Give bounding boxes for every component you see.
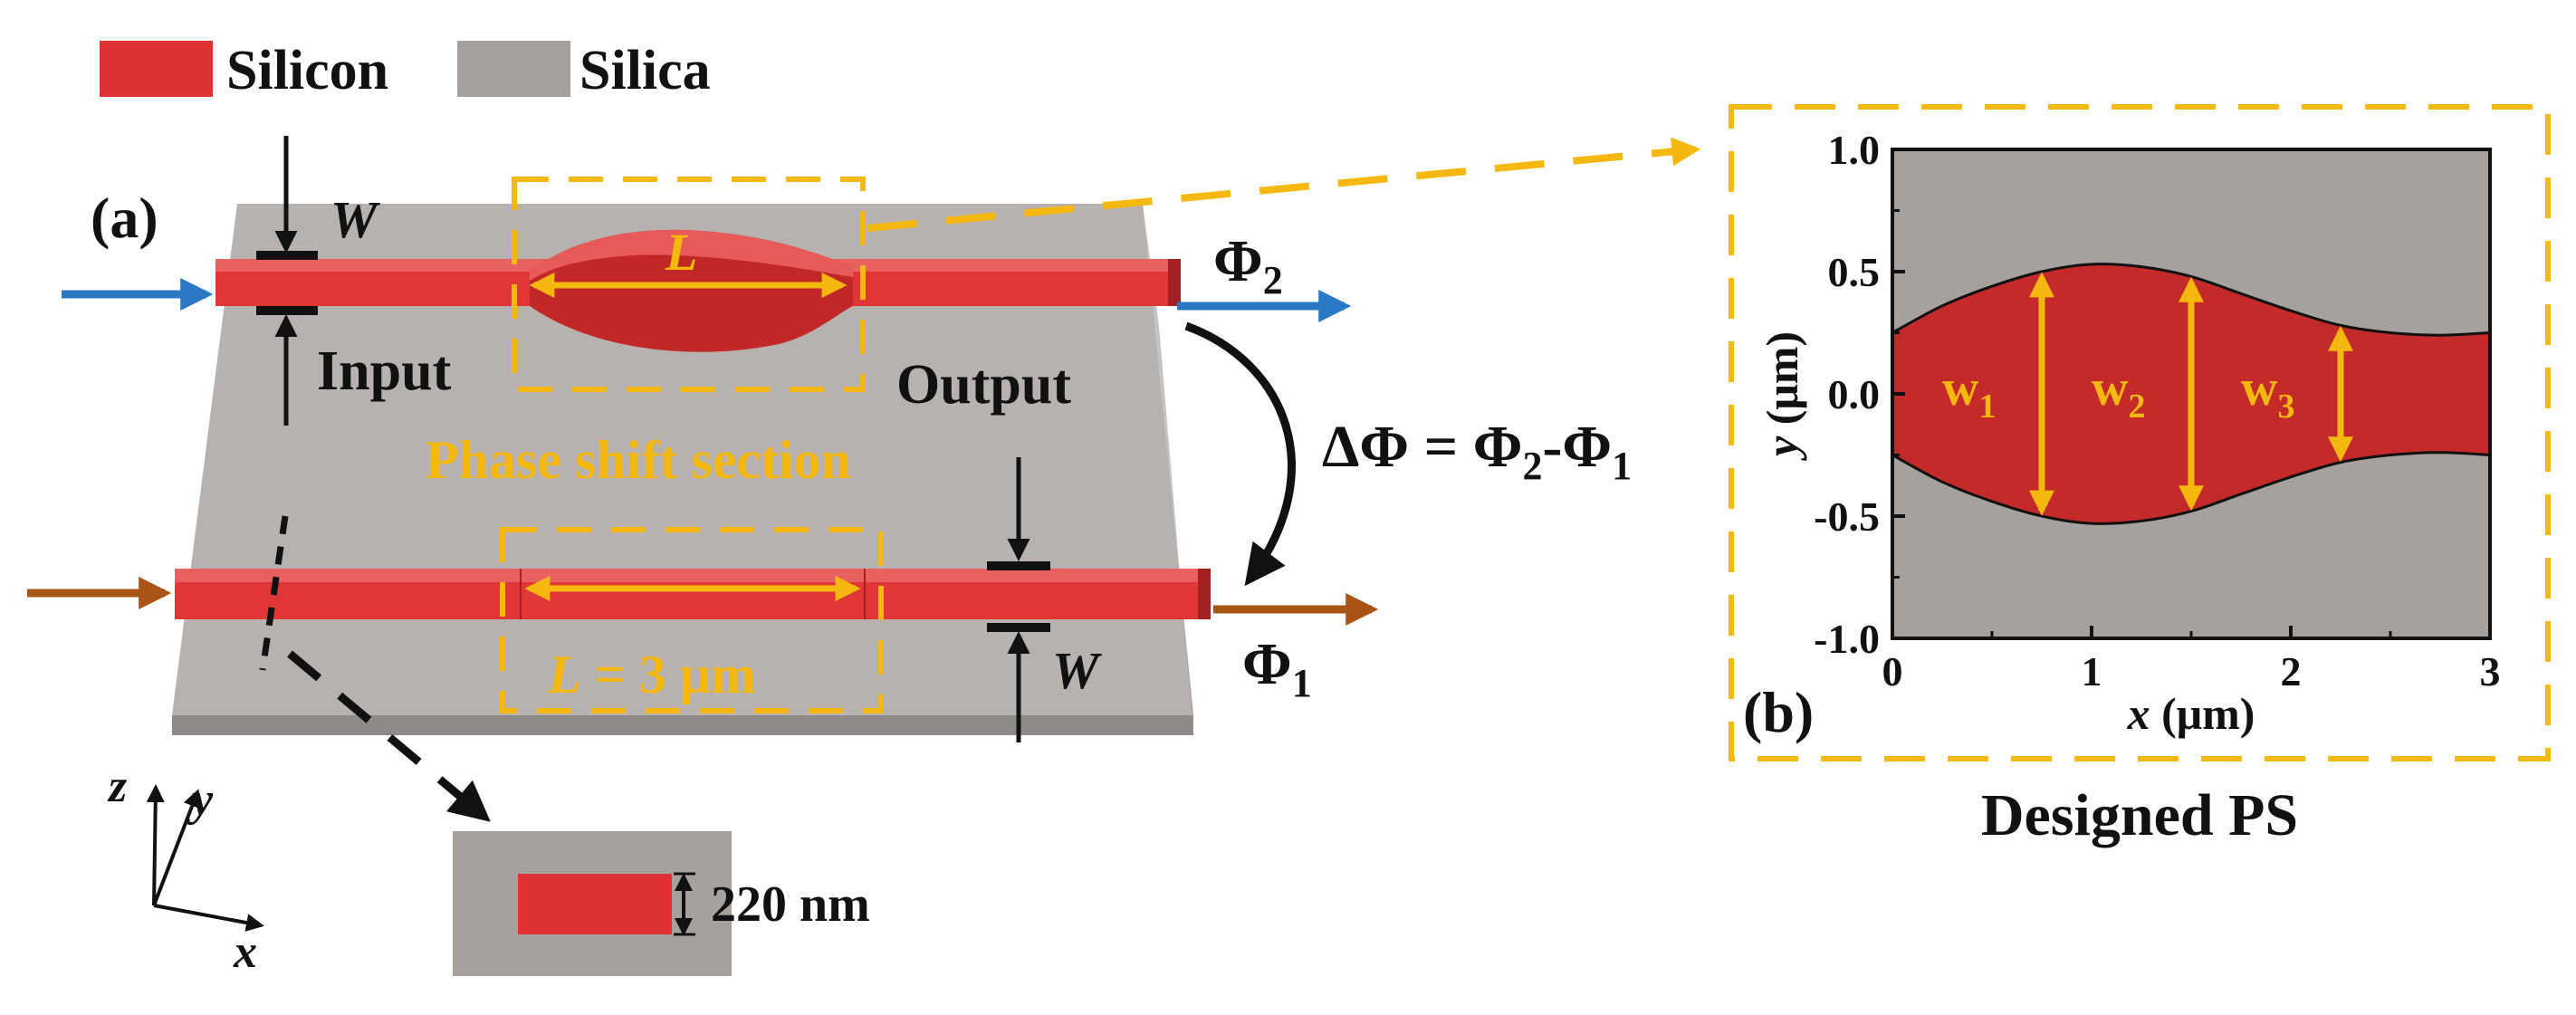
reference-length-label: L = 3 μm (547, 645, 756, 704)
y-ticks: 1.0 0.5 0.0 -0.5 -1.0 (1814, 127, 1905, 662)
axis-y-label: y (187, 774, 214, 826)
y-tick-label: 0.0 (1828, 371, 1881, 417)
axis-z-label: z (107, 761, 128, 812)
width-label-2: w2 (2092, 360, 2145, 426)
lower-waveguide (175, 569, 1211, 619)
panel-b-label: (b) (1743, 680, 1814, 744)
y-tick-label: 0.5 (1828, 249, 1881, 295)
panel-a: (a) L L = 3 μm (27, 136, 1701, 978)
panel-b: (b) Designed PS w1 w2 w3 0 1 2 3 1.0 0.5 0.0 -0.… (1729, 104, 2551, 848)
y-tick-label: -0.5 (1814, 493, 1880, 540)
x-tick-label: 0 (1882, 648, 1903, 694)
width-markers: w1 w2 w3 (1942, 272, 2353, 516)
thickness-label: 220 nm (711, 876, 870, 933)
axis-x-label: x (233, 926, 257, 978)
panel-a-label: (a) (91, 186, 158, 250)
width-marker-bottom: W (987, 457, 1102, 742)
x-tick-label: 2 (2281, 648, 2302, 694)
length-label: L (665, 223, 697, 282)
phase-difference-arrow (1184, 321, 1296, 587)
x-tick-label: 1 (2082, 648, 2102, 694)
x-tick-label: 3 (2480, 648, 2501, 694)
shape-plot: w1 w2 w3 0 1 2 3 1.0 0.5 0.0 -0.5 -1.0 x (μm) y (… (1757, 127, 2501, 739)
width-label-3: w3 (2241, 360, 2294, 426)
cross-section-inset: 220 nm (453, 831, 870, 976)
width-label-bottom: W (1052, 641, 1102, 700)
output-label: Output (896, 354, 1071, 416)
y-tick-label: -1.0 (1814, 616, 1880, 662)
x-axis-label: x (μm) (2127, 688, 2255, 739)
phase-shift-section-box (512, 177, 866, 392)
legend-silica-label: Silica (579, 40, 711, 101)
y-tick-label: 1.0 (1828, 127, 1881, 173)
coordinate-axes: z y x (107, 761, 264, 978)
cross-section-silicon-core (518, 874, 672, 934)
width-marker-top: W (256, 136, 380, 426)
legend-silica-swatch (457, 41, 570, 97)
delta-phi-equation: ΔΦ = Φ2-Φ1 (1322, 414, 1632, 488)
x-ticks: 0 1 2 3 (1882, 626, 2501, 694)
cross-section-pointer (287, 650, 491, 822)
phi1-label: Φ1 (1242, 631, 1312, 705)
legend-silicon-label: Silicon (226, 40, 388, 101)
panel-b-caption: Designed PS (1981, 782, 2298, 848)
phase-shift-section-label: Phase shift section (426, 430, 851, 490)
width-label-top: W (330, 190, 380, 249)
phi2-label: Φ2 (1213, 228, 1283, 302)
reference-section-box (500, 527, 884, 713)
panel-b-frame (1729, 104, 2551, 761)
legend-silicon-swatch (100, 41, 213, 97)
y-axis-label: y (μm) (1757, 331, 1807, 461)
input-label: Input (317, 340, 452, 402)
zoom-pointer-line (867, 137, 1701, 232)
legend: Silicon Silica (100, 40, 711, 101)
cross-section-cut-line (259, 515, 289, 671)
width-label-1: w1 (1942, 360, 1996, 426)
